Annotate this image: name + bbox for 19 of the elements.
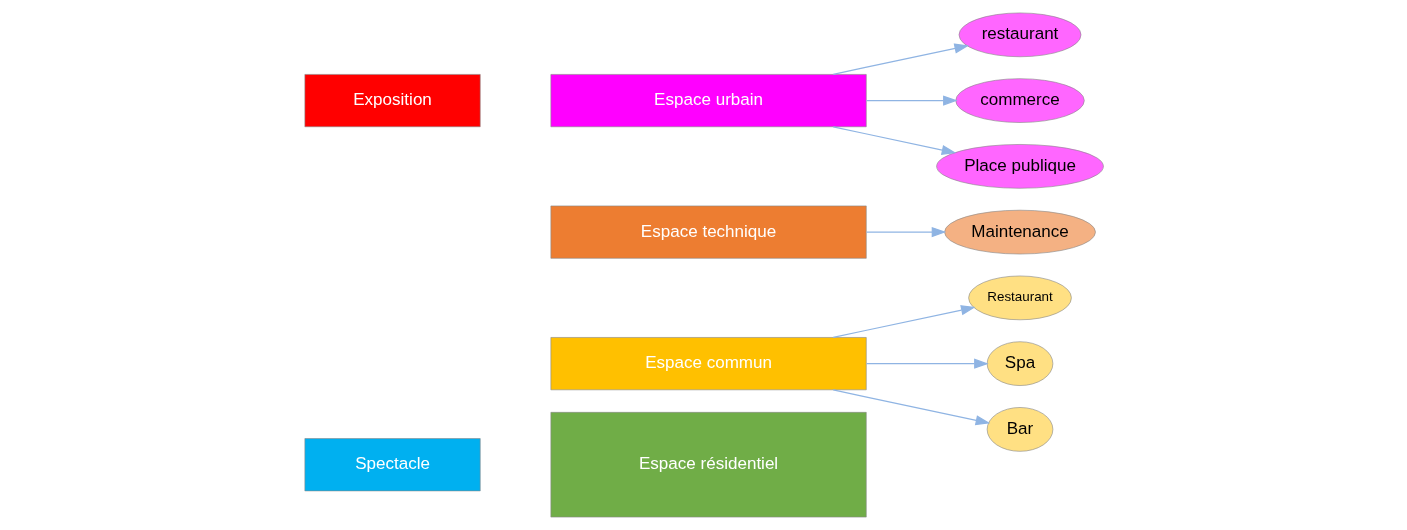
node-ellipse: Restaurant	[967, 275, 1072, 321]
node-box: Espace technique	[550, 205, 867, 259]
arrow	[865, 227, 946, 238]
arrow	[832, 126, 956, 156]
node-box: Exposition	[304, 74, 481, 128]
node-ellipse: commerce	[954, 78, 1085, 123]
node-ellipse: Maintenance	[943, 209, 1096, 255]
arrow	[865, 95, 958, 106]
arrow	[865, 358, 989, 369]
arrow	[832, 305, 976, 338]
node-box: Espace résidentiel	[550, 412, 867, 518]
node-ellipse: Spa	[986, 341, 1053, 386]
node-ellipse: restaurant	[958, 12, 1081, 58]
node-box: Espace urbain	[550, 74, 867, 128]
node-ellipse: Bar	[986, 407, 1053, 452]
arrow	[832, 43, 969, 75]
node-box: Espace commun	[550, 337, 867, 391]
arrow	[832, 389, 990, 426]
node-box: Spectacle	[304, 438, 481, 492]
